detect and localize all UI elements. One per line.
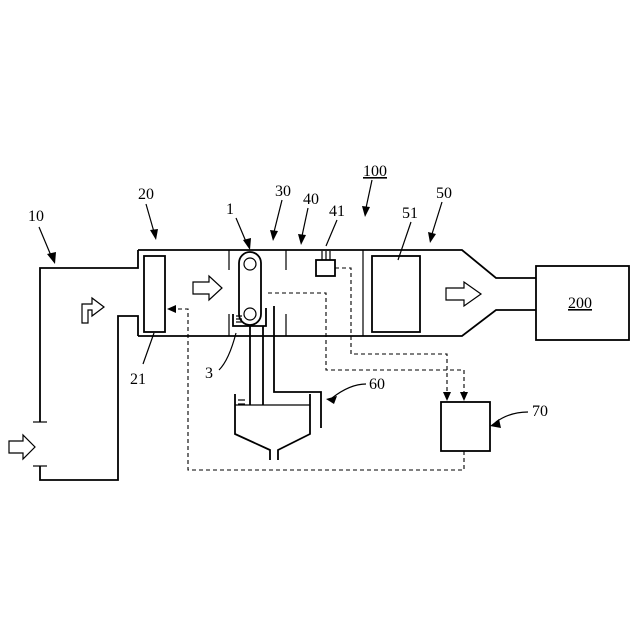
leader-arrowhead-60 [326, 396, 337, 404]
leader-20 [146, 204, 154, 232]
signal-component-to-controller [268, 293, 464, 394]
label-51: 51 [402, 205, 418, 222]
leader-arrowhead-20 [150, 229, 158, 240]
main-channel-top [138, 250, 536, 278]
leader-30 [274, 200, 282, 232]
label-70: 70 [532, 403, 548, 420]
label-10: 10 [28, 208, 44, 225]
return-pipe [274, 306, 321, 428]
leader-21 [143, 333, 154, 364]
label-60: 60 [369, 376, 385, 393]
label-41: 41 [329, 203, 345, 220]
leader-arrowhead-40 [298, 234, 306, 245]
flow-arrow-channel [193, 276, 222, 300]
leader-arrowhead-50 [428, 232, 436, 243]
controller-box-70 [441, 402, 490, 451]
leader-arrowhead-100 [362, 206, 370, 217]
label-21: 21 [130, 371, 146, 388]
leader-arrowhead-10 [47, 252, 56, 264]
flow-arrow-bend [82, 298, 104, 323]
leader-41 [326, 220, 337, 246]
leader-50 [432, 202, 442, 234]
label-50: 50 [436, 185, 452, 202]
main-channel-bottom [138, 310, 536, 336]
reservoir-60 [235, 394, 310, 460]
filter-element-21 [144, 256, 165, 332]
label-30: 30 [275, 183, 291, 200]
leader-70 [496, 412, 528, 422]
inlet-duct-outer [40, 250, 138, 422]
flow-arrow-outlet [446, 282, 481, 306]
signal-controller-to-filter [175, 309, 464, 470]
leader-arrowhead-1 [243, 238, 251, 250]
sensor-41 [316, 260, 335, 276]
leader-60 [332, 384, 366, 398]
leader-arrowhead-30 [270, 230, 278, 241]
leader-40 [302, 208, 308, 236]
label-100: 100 [363, 163, 387, 180]
label-200: 200 [568, 295, 592, 312]
leader-51 [398, 222, 411, 260]
inlet-duct-inner [40, 316, 138, 480]
block-51 [372, 256, 420, 332]
leader-3 [219, 333, 236, 370]
arrowhead-to-controller-1 [443, 392, 451, 401]
label-1: 1 [226, 201, 234, 218]
component-1-body [239, 252, 261, 325]
label-40: 40 [303, 191, 319, 208]
label-3: 3 [205, 365, 213, 382]
leader-100 [366, 180, 372, 208]
label-20: 20 [138, 186, 154, 203]
arrowhead-to-controller-2 [460, 392, 468, 401]
flow-arrow-inlet [9, 435, 35, 459]
arrowhead-to-filter [167, 305, 176, 313]
